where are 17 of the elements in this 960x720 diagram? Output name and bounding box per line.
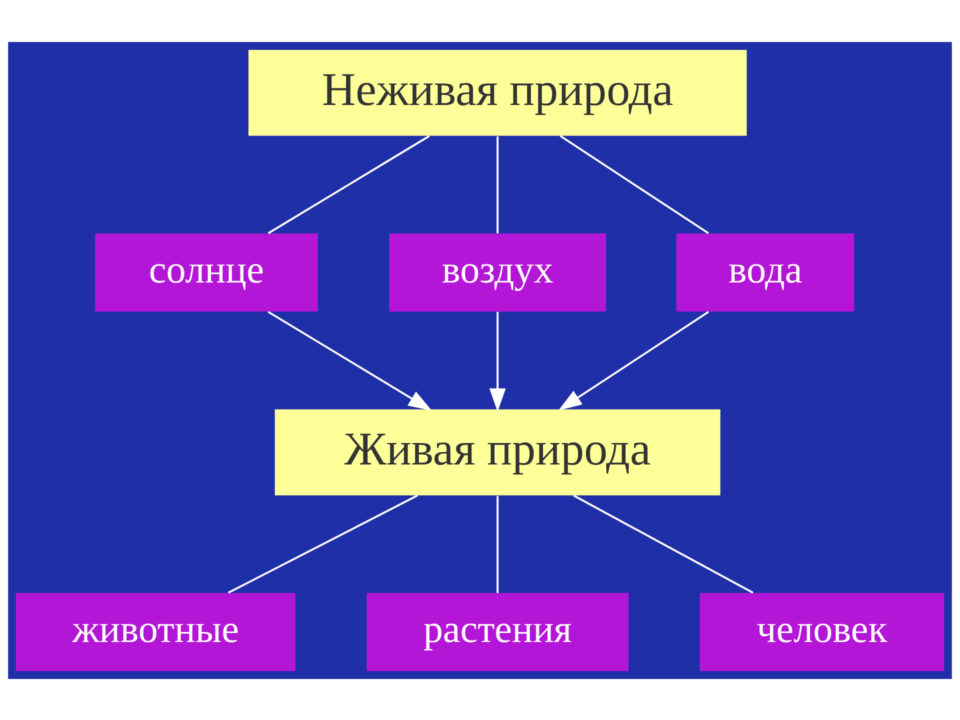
- connector: [496, 495, 499, 592]
- node-box: животные: [16, 592, 296, 671]
- connector: [268, 134, 430, 234]
- connector: [228, 494, 418, 594]
- connector: [496, 136, 499, 233]
- connector: [573, 494, 754, 594]
- connector: [560, 134, 709, 234]
- node-box: вода: [676, 233, 854, 312]
- arrow: [268, 310, 432, 410]
- node-box: Неживая природа: [248, 49, 747, 136]
- node-box: воздух: [389, 233, 606, 312]
- arrow: [558, 310, 710, 410]
- node-box: Живая природа: [274, 408, 720, 495]
- node-box: растения: [366, 592, 628, 671]
- arrow: [489, 311, 506, 412]
- node-box: человек: [700, 592, 944, 671]
- node-box: солнце: [95, 233, 318, 312]
